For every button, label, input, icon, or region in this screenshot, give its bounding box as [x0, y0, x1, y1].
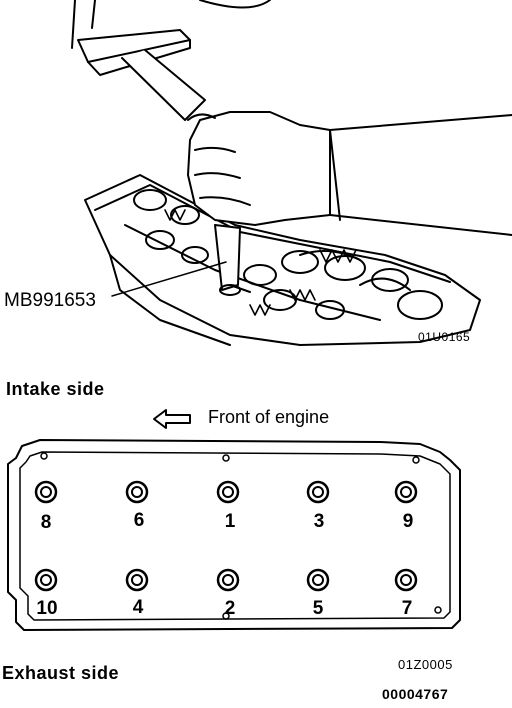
- diagram-figure-code: 01Z0005: [398, 657, 453, 672]
- bolt-bottom-4: 5: [306, 568, 330, 619]
- bolt-number: 7: [402, 598, 413, 619]
- front-arrow-icon: [153, 409, 191, 429]
- tool-leader-line: [111, 261, 227, 297]
- bolt-top-3: 1: [216, 480, 240, 532]
- bolt-number: 3: [314, 511, 325, 532]
- bolt-number: 5: [313, 598, 324, 619]
- bolt-number: 4: [133, 597, 144, 618]
- hand-drawing: [187, 0, 512, 236]
- gasket-outline: [7, 439, 461, 631]
- cylinder-head-wrench-illustration: [71, 0, 512, 346]
- tool-part-number: MB991653: [4, 290, 96, 311]
- bolt-number: 10: [36, 598, 57, 619]
- bolt-number: 9: [403, 511, 414, 532]
- head-bolt-sequence-diagram: 8 6 1 3 9 10 4 2 5: [7, 439, 461, 631]
- illustration-figure-code: 01U0165: [418, 330, 471, 344]
- gasket-inner-outline: [19, 451, 451, 621]
- front-of-engine-label: Front of engine: [208, 407, 330, 427]
- bolt-bottom-2: 4: [125, 568, 149, 618]
- bolt-top-5: 9: [394, 480, 418, 532]
- bolt-top-2: 6: [125, 480, 149, 531]
- bolt-number: 2: [225, 598, 236, 619]
- intake-side-label: Intake side: [6, 379, 105, 399]
- cylinder-head-drawing: [84, 174, 481, 346]
- t-handle-wrench: [71, 0, 206, 121]
- bolt-bottom-1: 10: [34, 568, 58, 619]
- bolt-top-1: 8: [34, 480, 58, 533]
- bolt-top-4: 3: [306, 480, 330, 532]
- document-number: 00004767: [382, 686, 449, 702]
- bolt-number: 8: [41, 512, 52, 533]
- exhaust-side-label: Exhaust side: [2, 663, 120, 683]
- socket-extension: [214, 224, 241, 296]
- bolt-bottom-3: 2: [216, 568, 240, 619]
- bolt-bottom-5: 7: [394, 568, 418, 619]
- bolt-number: 1: [225, 511, 236, 532]
- bolt-number: 6: [134, 510, 145, 531]
